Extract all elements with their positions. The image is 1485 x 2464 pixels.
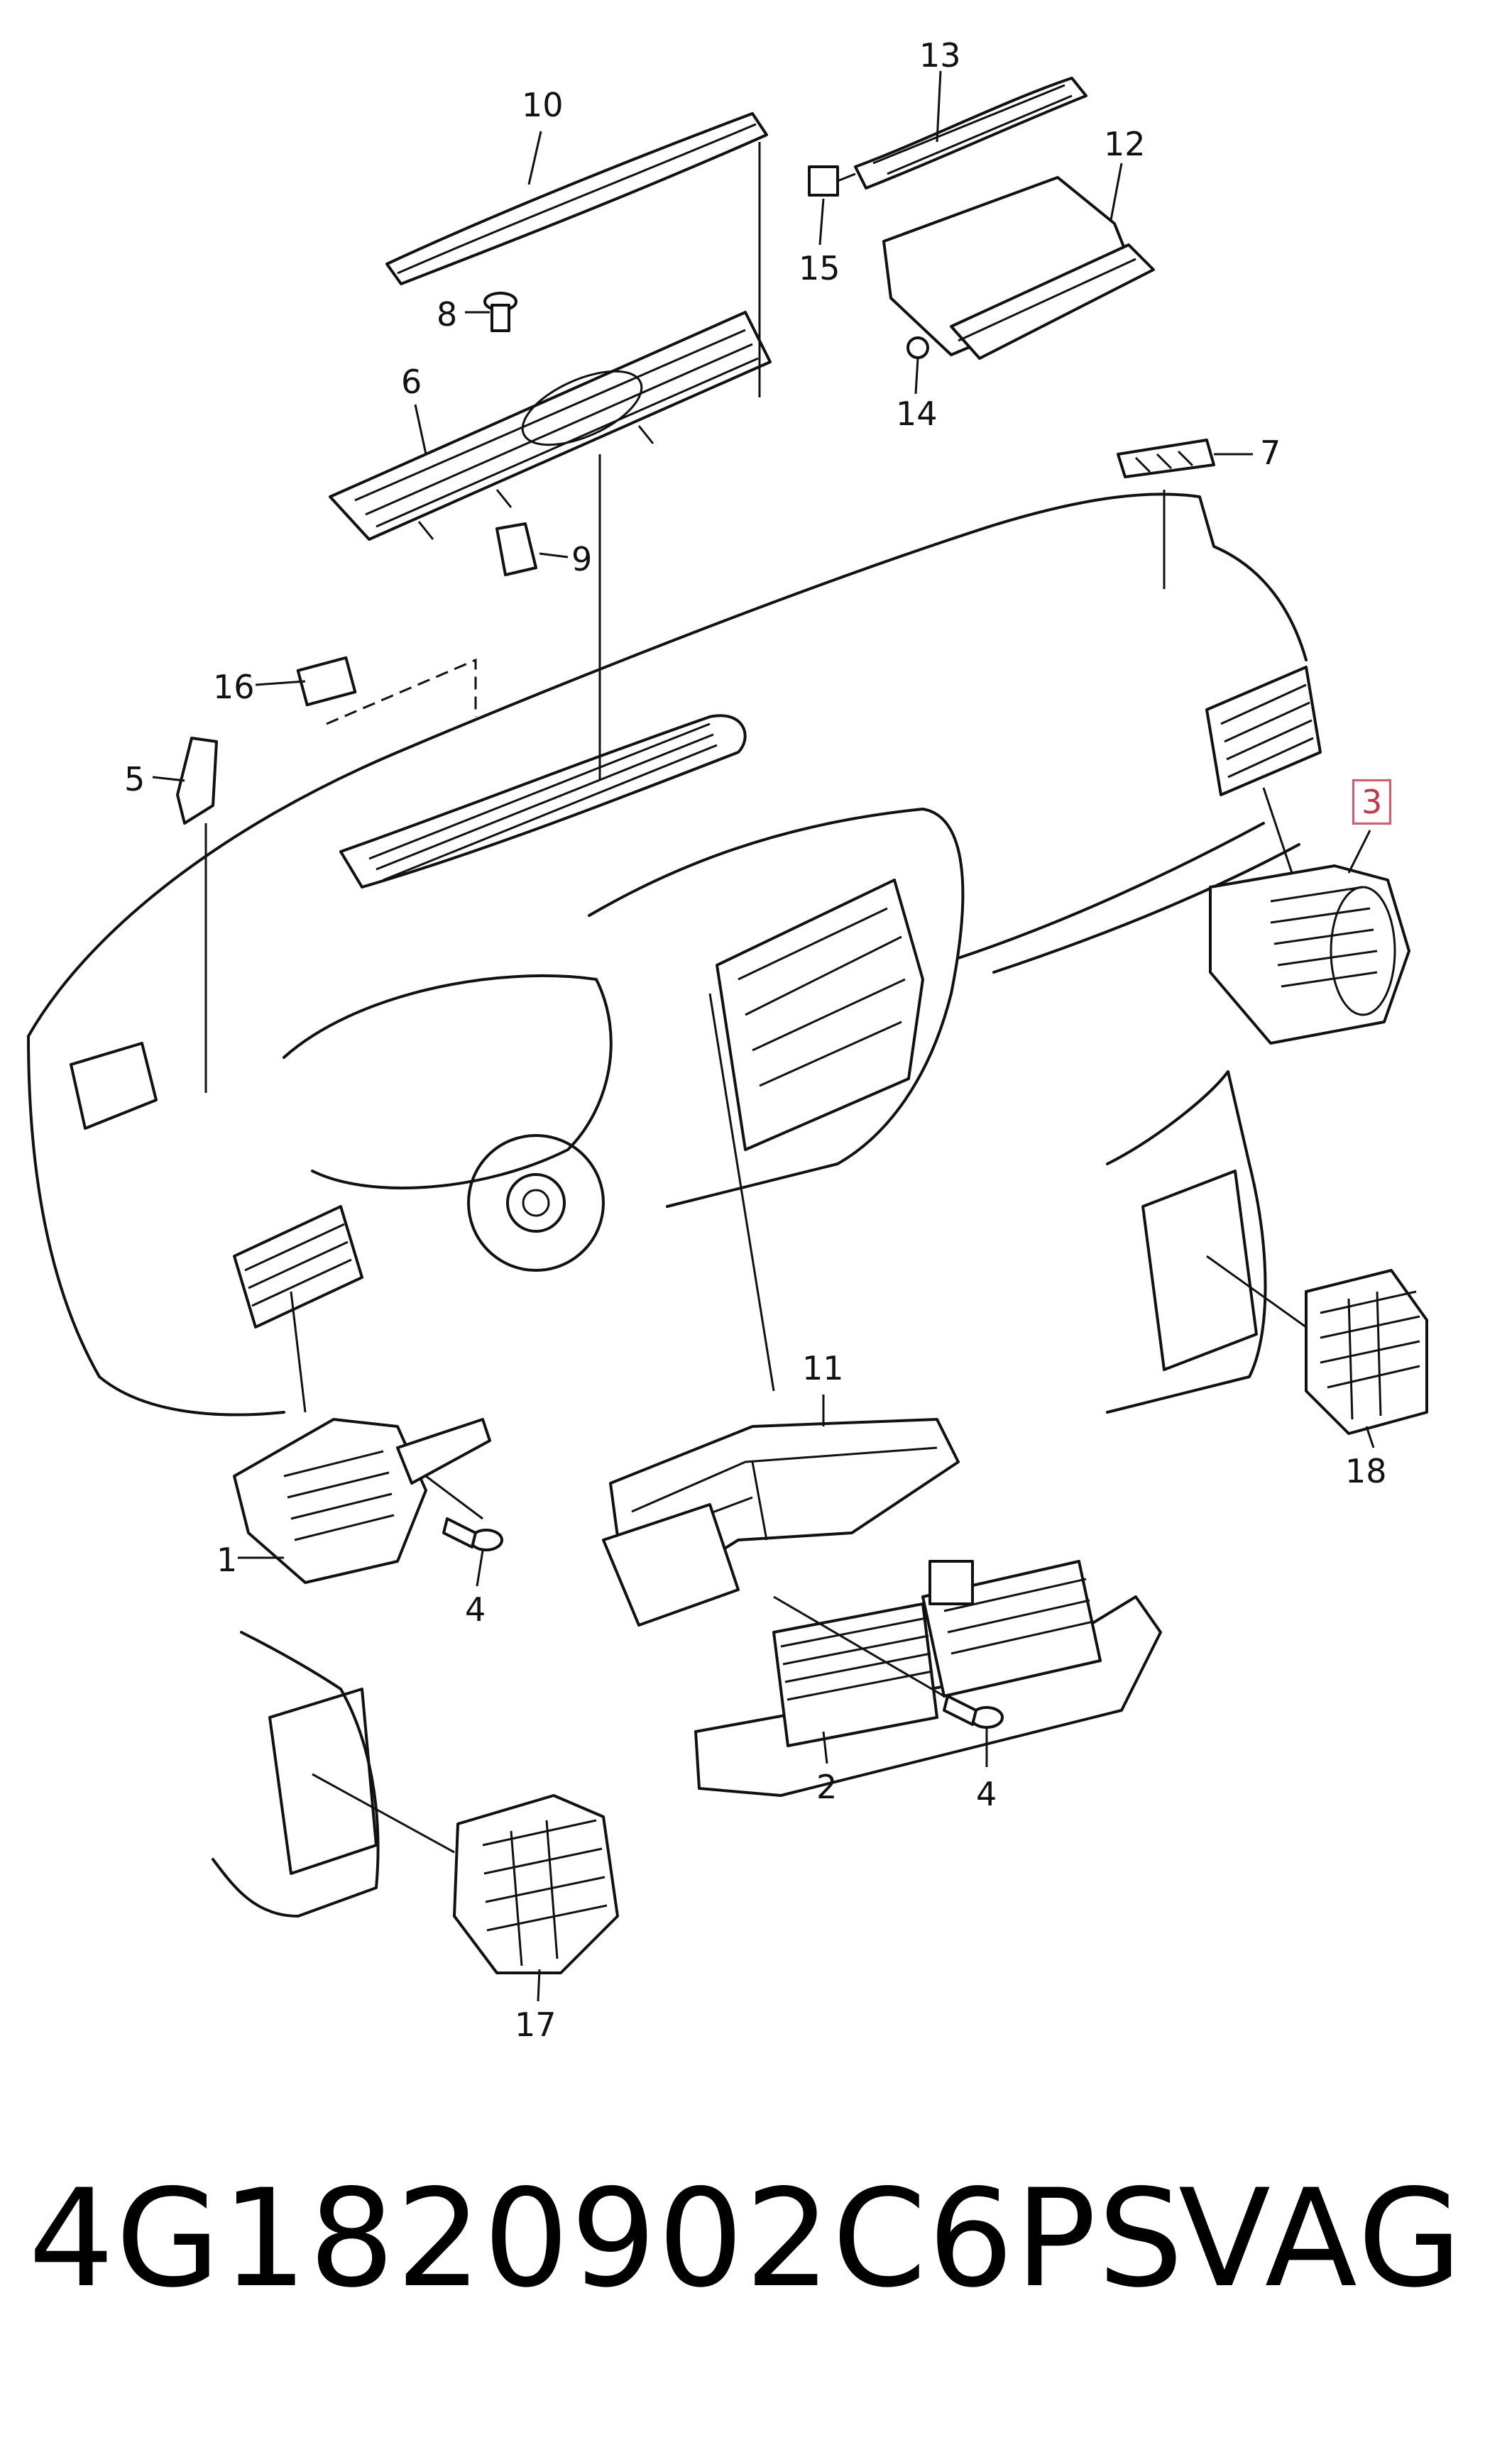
part-7-vent (1117, 439, 1215, 478)
part-9-clip (495, 522, 537, 576)
callout-1: 1 (217, 1541, 238, 1579)
part-12-storage-box (882, 176, 1155, 360)
part-17-left-vent (212, 1631, 619, 1974)
dashboard-body (27, 493, 1322, 1417)
brand-text: VAG (1178, 2160, 1465, 2317)
callout-11: 11 (802, 1349, 844, 1387)
part-15-sensor (808, 165, 856, 197)
part-5-speaker-grille (176, 737, 218, 825)
callout-13: 13 (919, 36, 961, 75)
part-8-screw (483, 292, 517, 332)
part-4-screw-left (442, 1517, 503, 1551)
callout-4-right: 4 (976, 1775, 997, 1813)
part-number-text: 4G1820902C6PS (28, 2160, 1185, 2317)
callout-3-highlighted: 3 (1352, 779, 1392, 825)
part-13-vent-cover (854, 77, 1087, 189)
part-10-top-trim (385, 112, 768, 285)
part-18-right-vent (1106, 1070, 1428, 1435)
callout-5: 5 (124, 760, 146, 798)
part-4-screw-right (943, 1695, 1004, 1729)
callout-7: 7 (1260, 434, 1281, 472)
callout-12: 12 (1104, 125, 1146, 163)
callout-10: 10 (522, 86, 564, 124)
callout-17: 17 (515, 2006, 557, 2044)
callout-2: 2 (816, 1768, 838, 1806)
callout-15: 15 (799, 249, 840, 287)
leader-lines (152, 70, 1375, 2002)
part-3-side-vent (1209, 864, 1410, 1045)
callout-18: 18 (1345, 1452, 1387, 1490)
part-14-nut (906, 336, 929, 359)
callout-8: 8 (437, 295, 458, 334)
part-11-center-duct (602, 1418, 960, 1627)
part-2-center-vent (694, 1560, 1162, 1797)
part-16-switch (296, 656, 357, 707)
callout-16: 16 (213, 668, 255, 706)
callout-4-left: 4 (465, 1590, 486, 1629)
callout-9: 9 (571, 540, 593, 578)
callout-14: 14 (896, 395, 938, 433)
part-6-defroster-grille (329, 311, 772, 541)
callout-6: 6 (401, 363, 422, 401)
part-1-left-vent (233, 1418, 491, 1584)
